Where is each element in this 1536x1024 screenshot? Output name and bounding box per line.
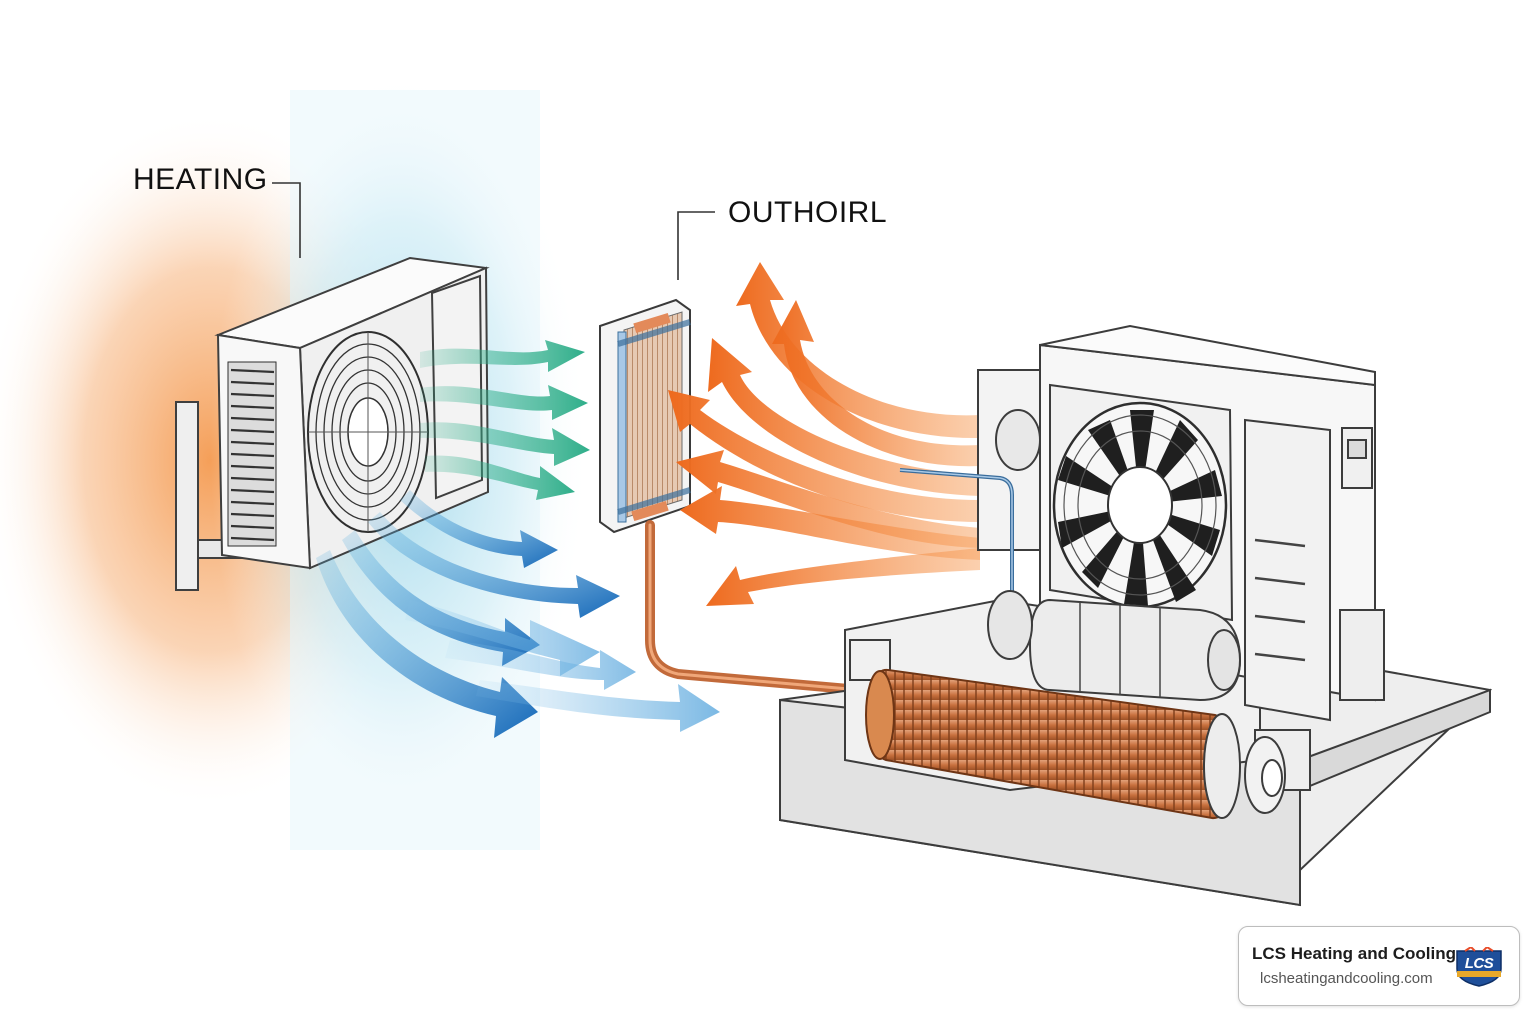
green-airflow-arrows <box>420 340 590 500</box>
outhoirl-callout-line <box>677 211 715 280</box>
logo-text: LCS <box>1464 955 1494 972</box>
brand-name: LCS Heating and Cooling <box>1252 944 1456 963</box>
copper-coil-icon <box>865 668 1286 820</box>
orange-airflow-arrows <box>668 262 980 606</box>
blue-airflow-arrows <box>316 490 720 738</box>
heating-label: HEATING <box>133 163 268 196</box>
heating-callout-line <box>272 182 301 258</box>
heat-exchanger-panel-icon <box>599 298 865 695</box>
brand-badge: LCS Heating and Cooling lcsheatingandcoo… <box>1238 926 1520 1006</box>
lcs-shield-logo-icon: LCS <box>1453 945 1505 987</box>
brand-url: lcsheatingandcooling.com <box>1260 970 1433 987</box>
outhoirl-label: OUTHOIRL <box>728 196 888 229</box>
